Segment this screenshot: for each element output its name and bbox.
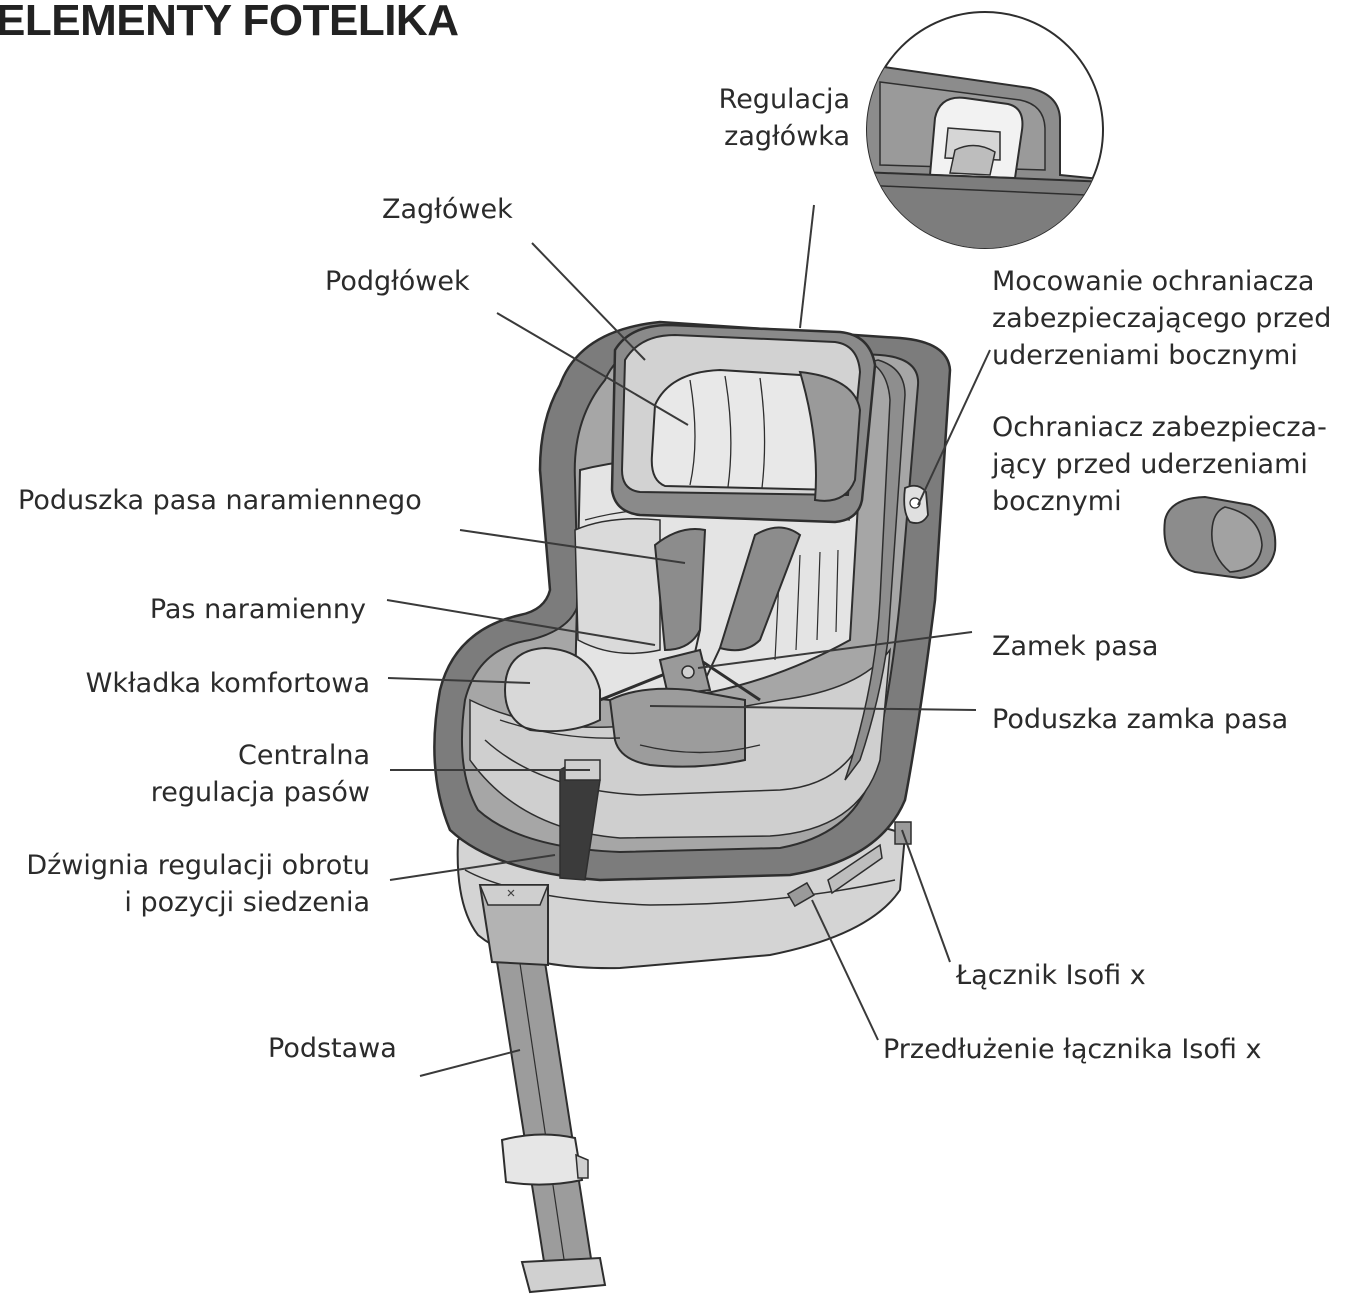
leader-przedluzenie <box>811 899 879 1041</box>
label-zaglowek: Zagłówek <box>382 194 513 225</box>
label-podstawa: Podstawa <box>268 1033 397 1064</box>
headrest <box>610 323 877 524</box>
label-zamek-pasa: Zamek pasa <box>992 631 1159 662</box>
leader-podglowek <box>496 312 689 426</box>
label-przedluzenie-lacznika: Przedłużenie łącznika Isofi x <box>883 1034 1262 1065</box>
label-pas-naramienny: Pas naramienny <box>149 594 366 625</box>
label-poduszka-zamka-pasa: Poduszka zamka pasa <box>992 704 1289 735</box>
leader-zaglowek <box>531 242 646 361</box>
headrest-adjustment-detail <box>866 11 1104 249</box>
leader-poduszka-zamka <box>649 705 977 711</box>
leader-regulacja-zaglowka <box>799 204 815 329</box>
label-poduszka-pasa-naramiennego: Poduszka pasa naramiennego <box>18 485 422 516</box>
label-wkladka-komfortowa: Wkładka komfortowa <box>85 668 370 699</box>
support-leg <box>490 929 607 1294</box>
label-mocowanie-ochraniacza: Mocowanie ochraniacza zabezpieczającego … <box>992 266 1332 371</box>
leader-pas-naramienny <box>386 599 656 646</box>
leader-dzwignia <box>389 854 556 881</box>
label-centralna-regulacja: Centralna regulacja pasów <box>150 740 370 808</box>
label-podglowek: Podgłówek <box>325 266 470 297</box>
leader-mocowanie <box>917 349 991 506</box>
leader-podstawa <box>419 1049 521 1077</box>
label-dzwignia: Dźwignia regulacji obrotu i pozycji sied… <box>26 850 370 918</box>
leader-poduszka-pasa <box>459 529 686 564</box>
label-ochraniacz: Ochraniacz zabezpiecza- jący przed uderz… <box>992 412 1327 517</box>
harness <box>599 526 802 702</box>
leader-lacznik <box>901 829 951 963</box>
leader-wkladka <box>387 677 531 684</box>
label-regulacja-zaglowka: Regulacja zagłówka <box>718 84 850 152</box>
label-lacznik-isofix: Łącznik Isofi x <box>956 960 1146 991</box>
leader-zamek <box>697 631 973 669</box>
side-impact-protector <box>1163 495 1277 580</box>
comfort-insert <box>499 646 761 881</box>
page-title: ELEMENTY FOTELIKA <box>0 0 459 45</box>
leader-lines <box>386 204 991 1077</box>
